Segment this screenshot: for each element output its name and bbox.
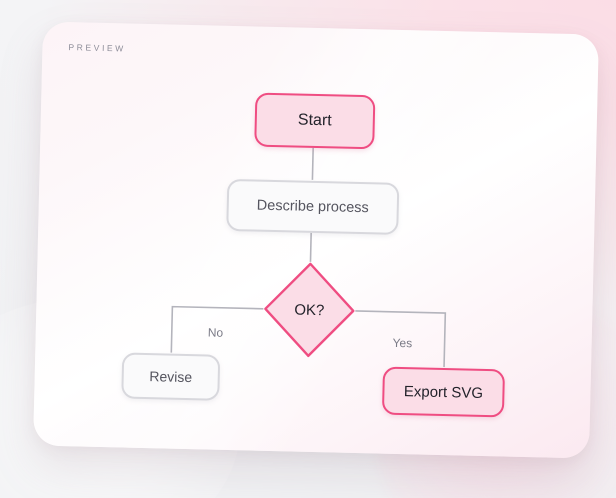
edge-label-no: No — [207, 325, 224, 340]
flow-node-describe-process-label: Describe process — [256, 197, 369, 216]
flow-node-describe-process[interactable]: Describe process — [226, 178, 400, 235]
preview-card-wrapper: PREVIEW S — [33, 21, 599, 459]
flow-node-revise[interactable]: Revise — [121, 352, 221, 401]
flowchart-edges — [170, 147, 447, 368]
edge-describe-decision — [309, 232, 312, 262]
flow-node-start-label: Start — [297, 111, 332, 130]
edge-start-describe — [311, 147, 314, 180]
edge-label-yes: Yes — [392, 335, 413, 351]
flow-node-revise-label: Revise — [149, 368, 193, 386]
edge-decision-revise — [170, 305, 264, 353]
flowchart-diagram: Start Describe process OK? No Yes — [33, 22, 599, 459]
flow-node-decision-label: OK? — [294, 301, 325, 319]
flow-node-export-svg-label: Export SVG — [403, 382, 484, 402]
flow-node-start[interactable]: Start — [254, 92, 376, 150]
preview-card: PREVIEW S — [33, 21, 599, 459]
diamond-shape-icon — [264, 262, 355, 358]
flow-node-decision[interactable]: OK? — [262, 261, 356, 359]
flow-node-export-svg[interactable]: Export SVG — [381, 366, 506, 418]
edge-decision-export — [355, 310, 447, 368]
